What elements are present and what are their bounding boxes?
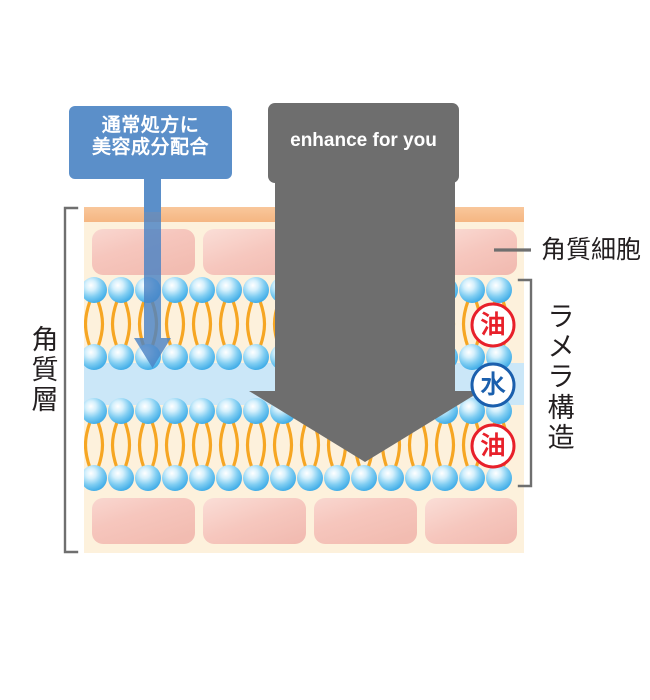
badge-water-label: 水 [480,371,506,399]
corneocyte-row-bottom [92,498,517,544]
corneocyte-label: 角質細胞 [541,236,642,264]
enhance-arrow-label: enhance for you [290,130,437,151]
callout-label: 通常処方に 美容成分配合 [91,115,209,159]
enhance-arrow-body-inside [249,207,481,462]
badge-oil-lower [470,423,516,469]
lipid-heads-row-4 [84,465,512,491]
badge-oil-upper-label: 油 [480,311,505,339]
enhance-arrow-head-box [268,103,459,210]
callout-arrow-inside [134,207,171,368]
badge-oil-lower-label: 油 [480,432,505,460]
callout-box[interactable] [69,106,232,212]
lamellar-structure-label: ラ メ ラ 構 造 [547,302,575,453]
badge-oil-upper [470,302,516,348]
lamellar-bracket [517,278,533,488]
stratum-corneum-bracket [63,206,79,554]
badge-water [470,362,516,408]
stratum-corneum-label: 角 質 層 [31,325,59,416]
